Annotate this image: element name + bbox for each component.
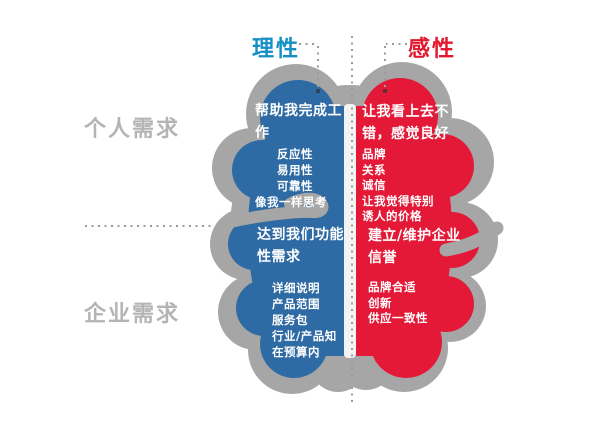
quadrant-item: 服务包 [272, 313, 308, 327]
quadrant-item: 产品范围 [272, 297, 320, 311]
quadrant-heading: 达到我们功能性需求 [257, 227, 344, 265]
left-hemisphere-swirl [224, 192, 329, 228]
center-dotted-line [299, 36, 407, 402]
quadrant-personal-emotional: 让我看上去不错，感觉良好 品牌 关系 诚信 让我觉得特别 诱人的价格 [362, 101, 454, 225]
quadrant-item: 关系 [362, 162, 386, 177]
quadrant-item: 可靠性 [277, 179, 313, 193]
quadrant-item: 详细说明 [272, 281, 320, 295]
right-hemisphere-swirl [439, 221, 504, 257]
quadrant-heading: 帮助我完成工作 [255, 103, 342, 141]
quadrant-item: 品牌 [362, 147, 386, 161]
enterprise-needs-label: 企业需求 [84, 302, 181, 327]
quadrant-item: 品牌合适 [368, 280, 416, 294]
quadrant-item: 行业/产品知 [272, 329, 337, 343]
quadrant-item: 创新 [368, 295, 392, 310]
quadrant-heading: 让我看上去不错，感觉良好 [362, 104, 449, 142]
quadrant-item: 诚信 [362, 178, 386, 192]
quadrant-item: 易用性 [277, 163, 313, 177]
connector-endpoint-dot [316, 89, 320, 93]
quadrant-personal-rational: 帮助我完成工作 反应性 易用性 可靠性 像我一样思考 [255, 100, 347, 210]
quadrant-item: 诱人的价格 [362, 209, 422, 223]
brain-right-hemisphere [356, 78, 480, 378]
personal-needs-label: 个人需求 [84, 117, 181, 142]
quadrant-enterprise-emotional: 建立/维护企业信誉 品牌合适 创新 供应一致性 [368, 225, 466, 327]
emotional-label: 感性 [408, 37, 457, 62]
quadrant-item: 让我觉得特别 [362, 193, 434, 208]
quadrant-item: 在预算内 [272, 345, 320, 359]
connector-endpoint-dot [383, 89, 387, 93]
quadrant-enterprise-rational: 达到我们功能性需求 详细说明 产品范围 服务包 行业/产品知 在预算内 [257, 224, 349, 360]
quadrant-heading: 建立/维护企业信誉 [368, 228, 461, 266]
quadrant-item: 像我一样思考 [255, 195, 327, 209]
quadrant-item: 反应性 [277, 147, 313, 161]
brain-left-hemisphere [228, 80, 344, 378]
quadrant-item: 供应一致性 [368, 311, 428, 325]
rational-label: 理性 [252, 37, 301, 62]
